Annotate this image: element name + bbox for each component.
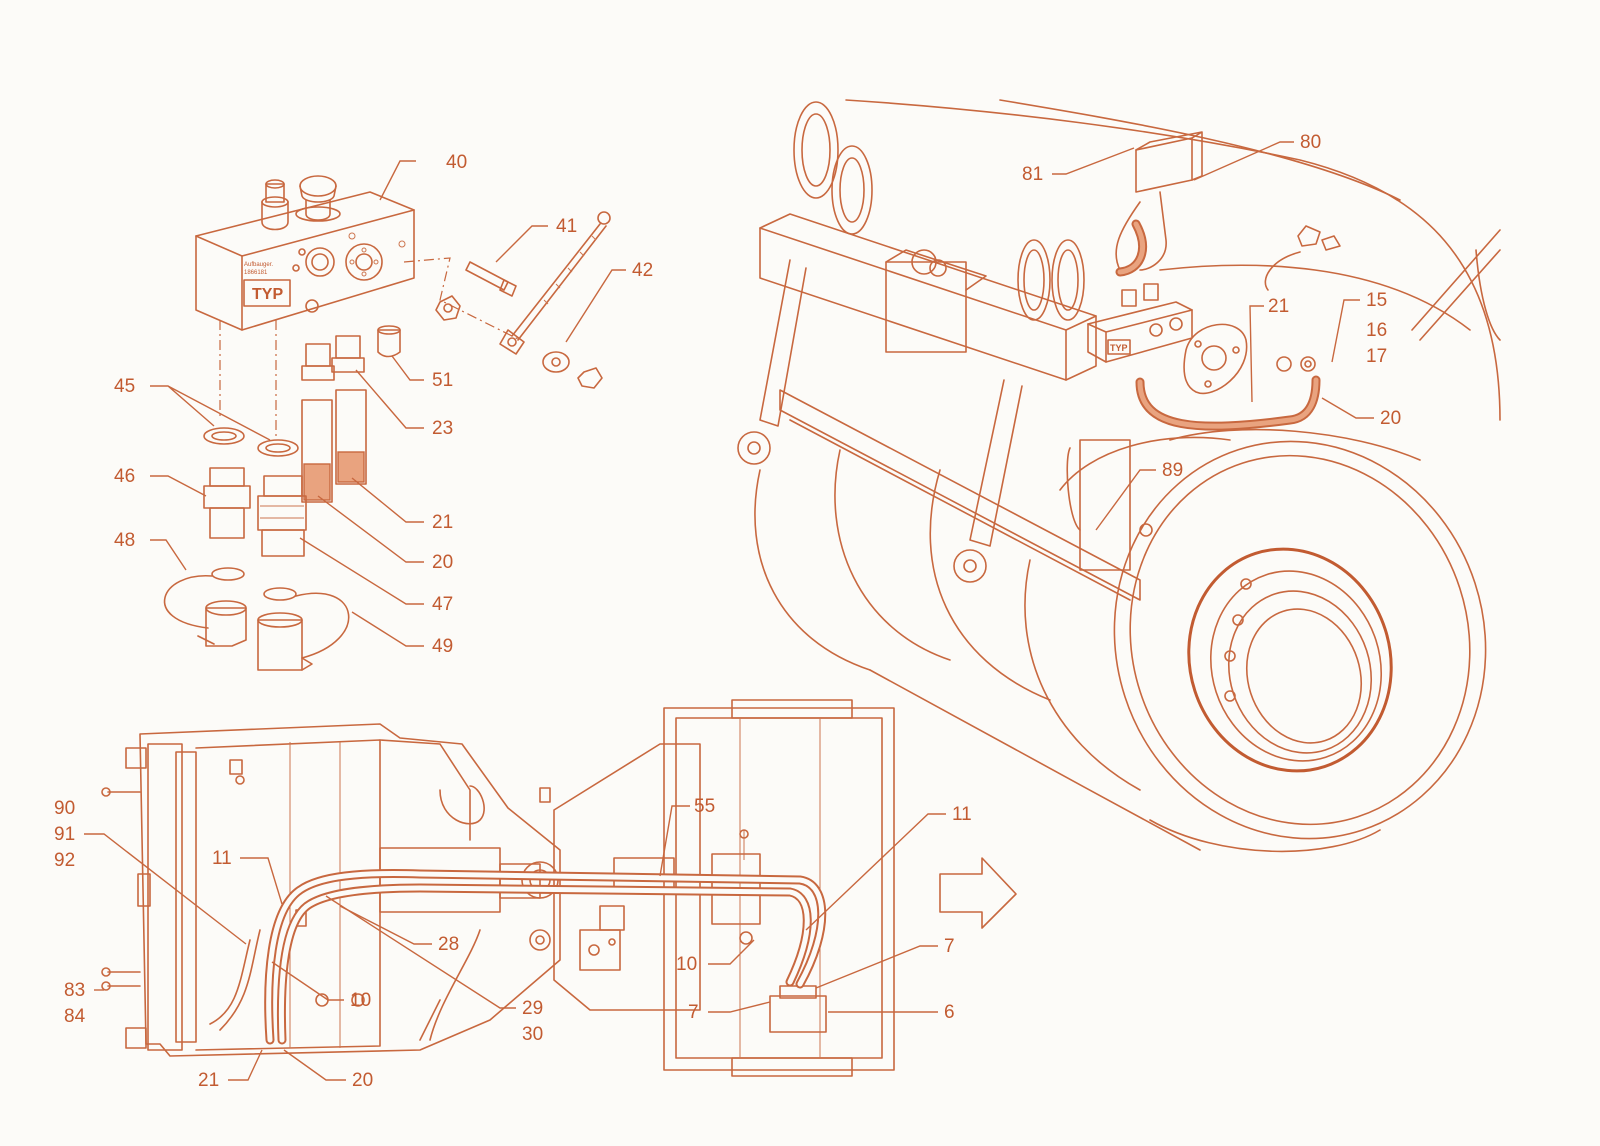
callout-21-plan: 21: [198, 1070, 219, 1091]
callout-48: 48: [114, 530, 135, 551]
outline-arrow-right-icon: [939, 857, 1017, 929]
callout-15: 15: [1366, 290, 1387, 311]
valve-type-plate: TYP Aufbauger. 1866181: [243, 262, 291, 307]
callouts-drum: 81 80 21 15 16 17 20 89: [1022, 132, 1401, 531]
quick-couplers: [163, 427, 350, 671]
callout-51: 51: [432, 370, 453, 391]
callout-10-left: 10: [350, 990, 371, 1011]
callout-11-right: 11: [952, 804, 972, 825]
callout-30: 30: [522, 1024, 543, 1045]
callout-81: 81: [1022, 164, 1043, 185]
callout-17: 17: [1366, 346, 1387, 367]
callout-7-bottom: 7: [688, 1002, 699, 1023]
callout-23: 23: [432, 418, 453, 439]
callout-7-top: 7: [944, 936, 955, 957]
callout-83: 83: [64, 980, 85, 1001]
callout-41: 41: [556, 216, 577, 237]
callout-49: 49: [432, 636, 453, 657]
drum-hose: [1115, 219, 1321, 431]
callout-21-drum: 21: [1268, 296, 1289, 317]
drum-frame-view: TYP: [737, 99, 1501, 853]
callout-90: 90: [54, 798, 75, 819]
callouts-valve: 40 41 42 45 46 48 51 23 21 20 47 49: [114, 152, 653, 657]
callout-84: 84: [64, 1006, 86, 1027]
callout-20-plan: 20: [352, 1070, 373, 1091]
callout-42: 42: [632, 260, 653, 281]
sensor-rod: [499, 211, 611, 389]
callout-45: 45: [114, 376, 135, 397]
callout-28: 28: [438, 934, 459, 955]
callout-16: 16: [1366, 320, 1387, 341]
plan-view-hoses: [209, 869, 827, 1045]
callout-29: 29: [522, 998, 543, 1019]
valve-plate-number: 1866181: [244, 270, 268, 276]
callout-11-left: 11: [212, 848, 232, 869]
callout-47: 47: [432, 594, 453, 615]
bolt-41: [465, 261, 517, 297]
callout-92: 92: [54, 850, 75, 871]
valve-plate-label: TYP: [252, 286, 283, 303]
callout-46: 46: [114, 466, 135, 487]
plan-view-frame: [101, 699, 895, 1077]
drum-plate-label: TYP: [1110, 343, 1128, 353]
callout-20-drum: 20: [1380, 408, 1401, 429]
callout-6: 6: [944, 1002, 955, 1023]
callout-80: 80: [1300, 132, 1321, 153]
hose-fittings: [301, 325, 401, 503]
callout-89: 89: [1162, 460, 1183, 481]
callout-20-valve: 20: [432, 552, 453, 573]
callout-55: 55: [694, 796, 715, 817]
callouts-plan: 90 91 92 11 55 11 28 10 10 29 30 7 7 6 8…: [54, 796, 972, 1091]
callout-10-right: 10: [676, 954, 697, 975]
callout-21-valve: 21: [432, 512, 453, 533]
callout-91: 91: [54, 824, 75, 845]
valve-block-assembly: TYP Aufbauger. 1866181: [195, 175, 521, 440]
callout-40: 40: [446, 152, 467, 173]
valve-plate-maker: Aufbauger.: [244, 262, 273, 268]
